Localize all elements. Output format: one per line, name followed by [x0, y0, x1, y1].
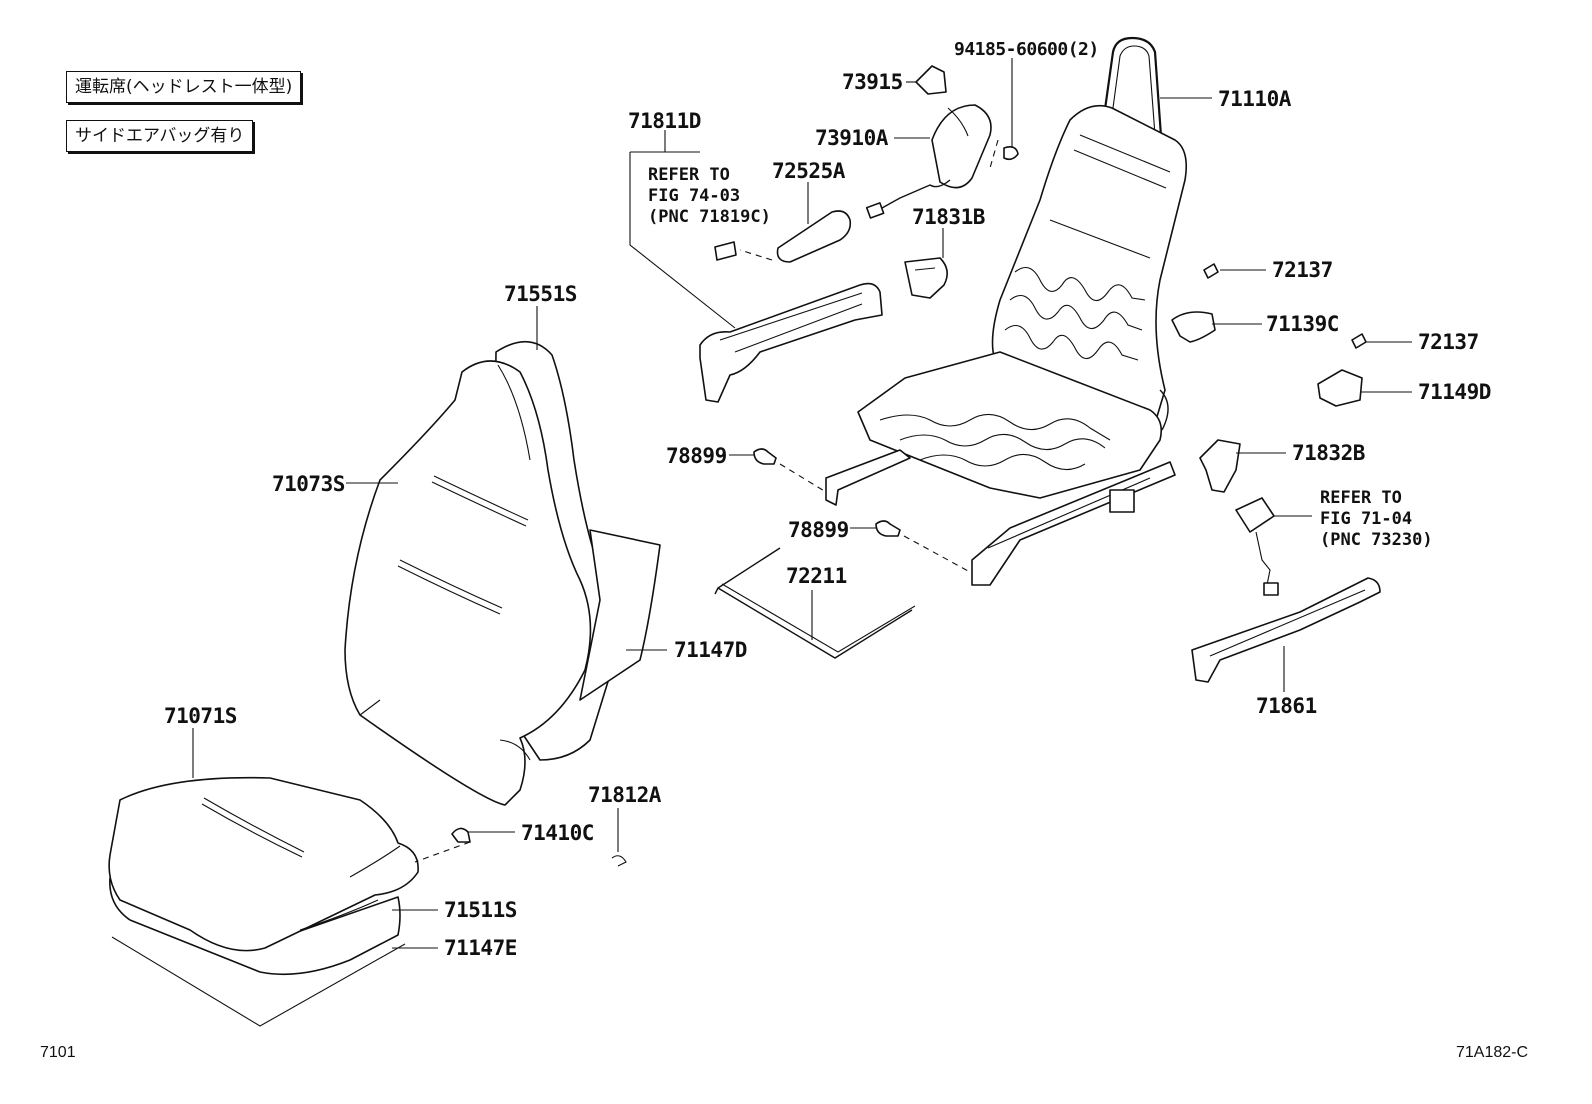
bracket-71832b — [1199, 439, 1241, 493]
screw-72137-upper — [1203, 263, 1219, 279]
ref1-line2: FIG 74-03 — [648, 186, 740, 206]
bracket-71831b — [904, 257, 948, 299]
label-71149d: 71149D — [1418, 380, 1491, 404]
label-71147e: 71147E — [444, 936, 517, 960]
bolt-78899-upper — [753, 448, 827, 493]
label-73910a: 73910A — [815, 126, 889, 150]
label-71832b: 71832B — [1292, 441, 1365, 465]
cover-71139c — [1171, 311, 1216, 343]
label-71811d: 71811D — [628, 109, 701, 133]
clip-73915 — [915, 65, 947, 95]
note-side-airbag: サイドエアバッグ有り — [66, 120, 254, 152]
seat-cushion-pad-sheet — [111, 936, 406, 1027]
label-71139c: 71139C — [1266, 312, 1339, 336]
ref-sheet-icon — [714, 241, 737, 261]
seat-cushion-cover-shape — [108, 776, 419, 952]
label-71551s: 71551S — [504, 282, 577, 306]
label-71410c: 71410C — [521, 821, 594, 845]
label-71511s: 71511S — [444, 898, 517, 922]
seatback-cover-shape — [344, 360, 592, 806]
seat-belt-buckle — [1235, 497, 1279, 596]
label-72525a: 72525A — [772, 159, 846, 183]
label-78899-lower: 78899 — [788, 518, 849, 542]
label-72211: 72211 — [786, 564, 847, 588]
ref1-line1: REFER TO — [648, 165, 730, 185]
clip-71812a — [611, 855, 627, 867]
ref2-line3: (PNC 73230) — [1320, 530, 1433, 550]
clip-71410c — [414, 827, 471, 863]
label-94185-60600: 94185-60600(2) — [954, 39, 1099, 60]
label-71861: 71861 — [1256, 694, 1317, 718]
wire-72211 — [714, 547, 916, 659]
label-78899-upper: 78899 — [666, 444, 727, 468]
label-71147d: 71147D — [674, 638, 747, 662]
side-shield-71811d — [699, 282, 883, 403]
seatback-back-board — [579, 529, 661, 701]
side-airbag-73910a — [865, 104, 1019, 219]
label-71812a: 71812A — [588, 783, 662, 807]
footer-left-code: 7101 — [40, 1044, 76, 1061]
footer-right-code: 71A182-C — [1456, 1044, 1528, 1061]
shield-71861 — [1191, 577, 1381, 683]
label-71831b: 71831B — [912, 205, 985, 229]
lever-cover-72525a — [739, 210, 852, 263]
label-72137-upper: 72137 — [1272, 258, 1333, 282]
ref2-line1: REFER TO — [1320, 488, 1402, 508]
label-71071s: 71071S — [164, 704, 237, 728]
label-73915: 73915 — [842, 70, 903, 94]
screw-72137-lower — [1351, 333, 1367, 349]
label-72137-lower: 72137 — [1418, 330, 1479, 354]
label-71110a: 71110A — [1218, 87, 1292, 111]
label-71073s: 71073S — [272, 472, 345, 496]
cover-71149d — [1317, 369, 1363, 407]
ref2-line2: FIG 71-04 — [1320, 509, 1412, 529]
seat-frame-71110a — [825, 36, 1188, 586]
leader-lines — [192, 58, 1412, 949]
bolt-78899-lower — [875, 520, 971, 573]
ref1-line3: (PNC 71819C) — [648, 207, 771, 227]
note-driver-seat: 運転席(ヘッドレスト一体型) — [66, 71, 302, 103]
